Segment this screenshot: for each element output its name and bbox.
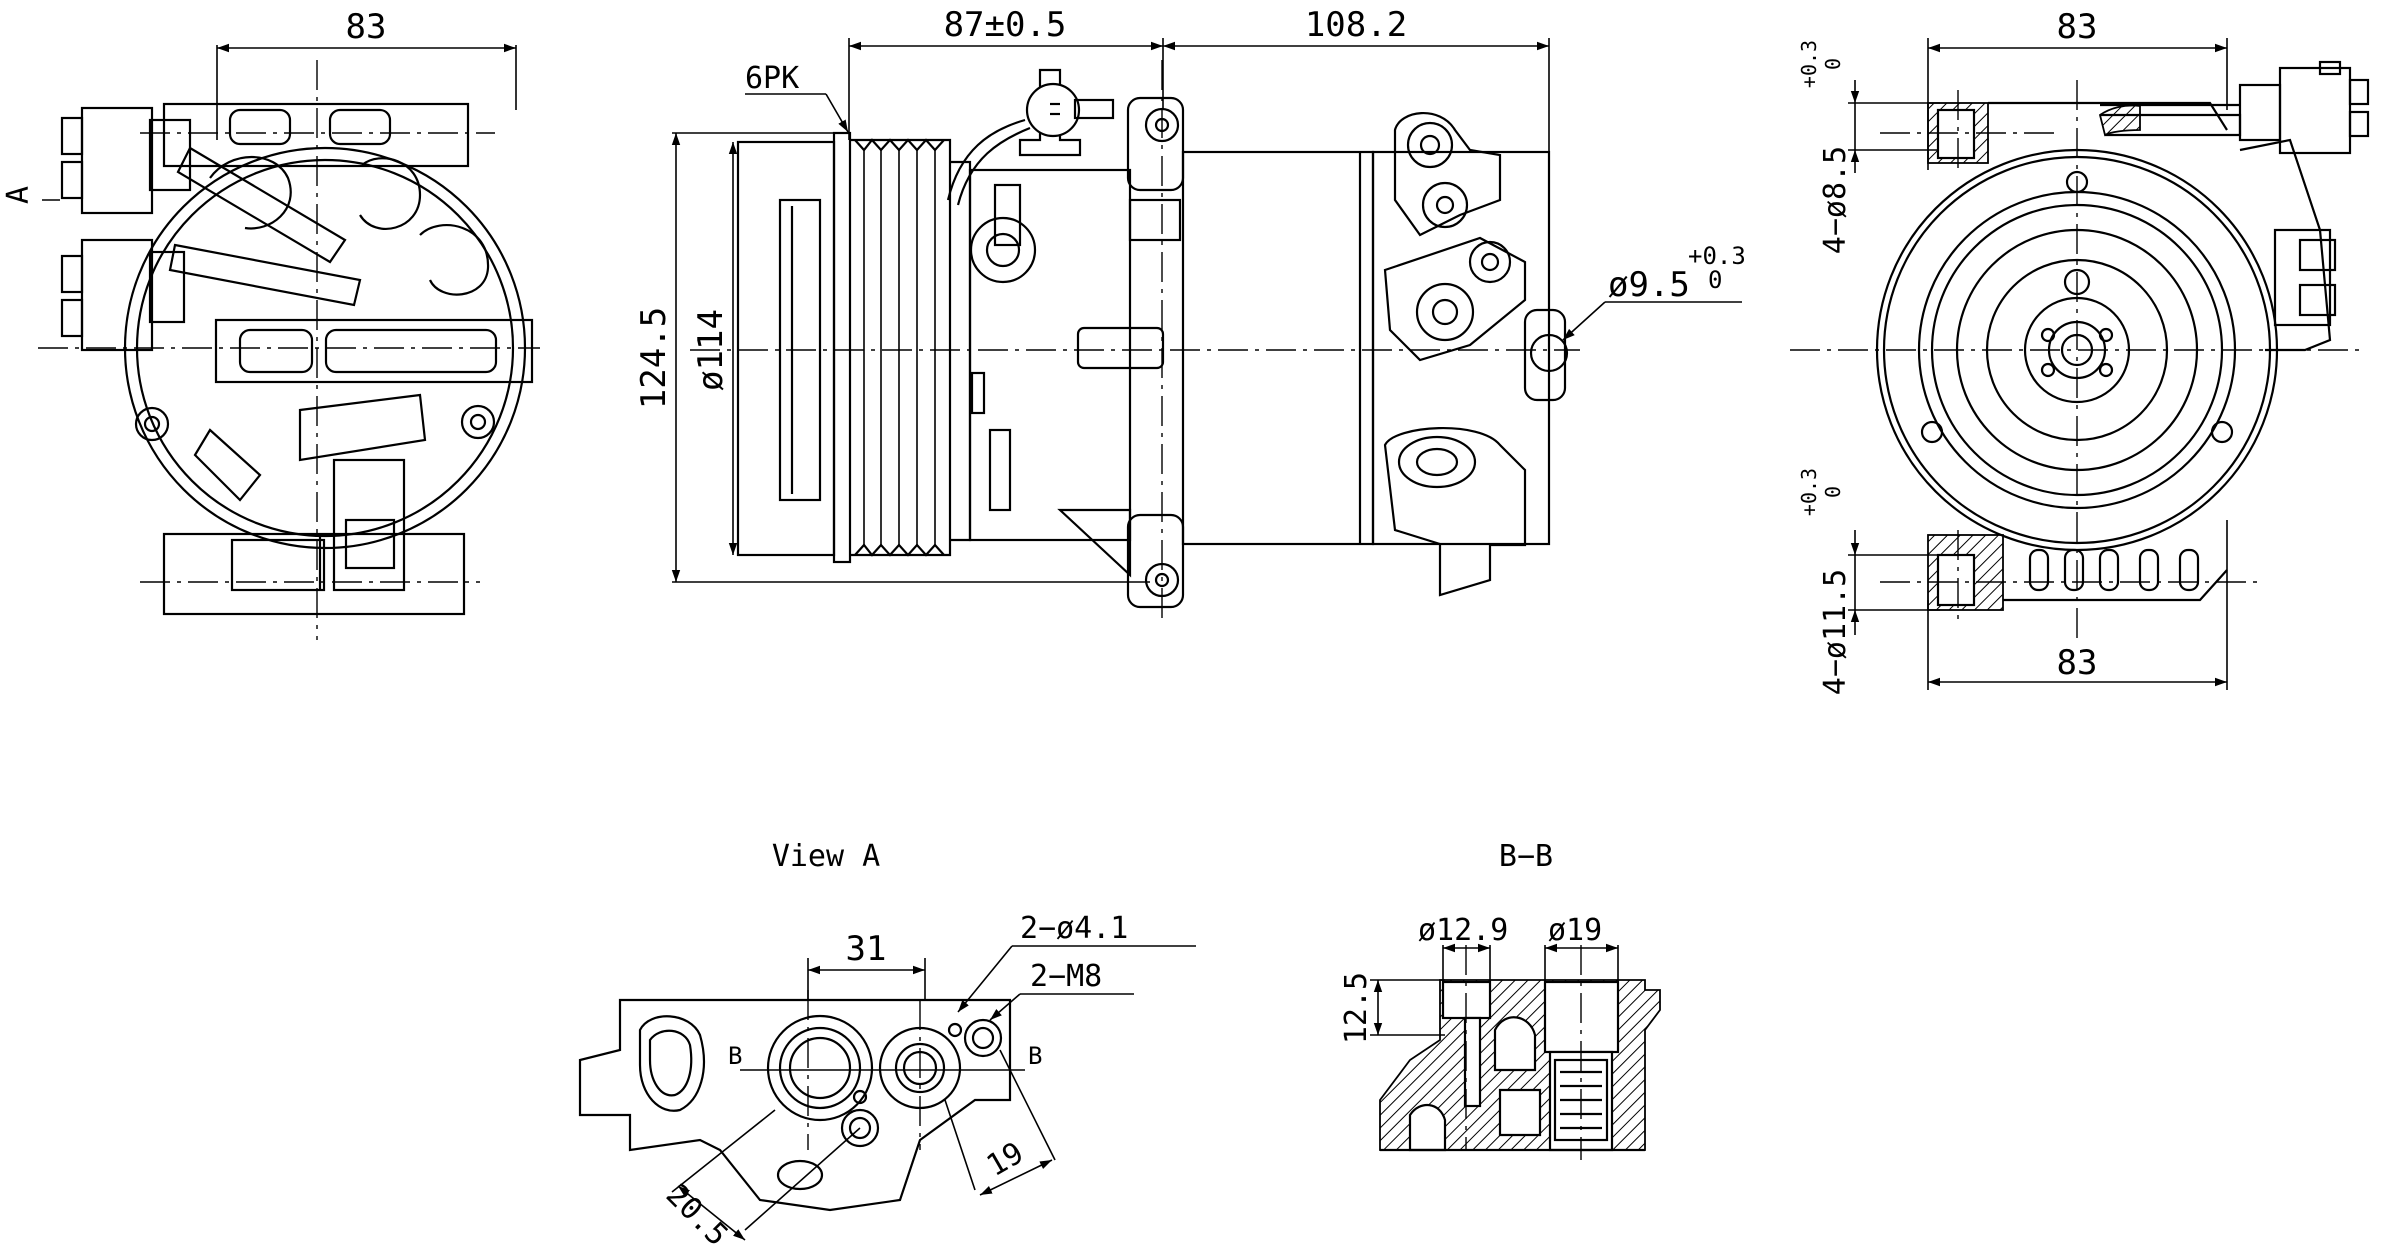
belt-leader: 6PK [745,61,849,133]
rear-top-hole-label: 4−ø8.5 [1818,146,1853,254]
side-top-dimensions: 87±0.5 108.2 [848,5,1550,330]
thread-label: 2−M8 [1030,959,1102,994]
rear-top-width-label: 83 [2057,7,2098,47]
angle-dim-right-label: 19 [981,1136,1030,1184]
front-width-dimension: 83 [216,7,517,140]
rear-connector [2098,60,2370,155]
angle-dim-left-label: 20.5 [659,1177,735,1253]
section-port-dimensions: ø12.9 ø19 [1418,913,1619,990]
view-a: View A 31 2−ø4.1 2−M8 [578,839,1196,1253]
mount-hole-leader: ø9.5 +0.3 0 [1562,242,1746,341]
rear-bottom-hole-tol-lower: 0 [1821,486,1845,498]
pulley-offset-label: 87±0.5 [944,5,1067,45]
port-spacing-label: 31 [846,929,887,969]
body-length-label: 108.2 [1305,5,1407,45]
section-marker-left: B [728,1042,742,1070]
port-spacing-dimension: 31 [807,929,926,1000]
height-label: 124.5 [634,307,674,409]
side-height-dimensions: 124.5 ø114 [634,132,1150,583]
section-depth-dimension: 12.5 [1339,972,1445,1044]
front-width-label: 83 [346,7,387,47]
view-a-leaders: 2−ø4.1 2−M8 [957,911,1196,1021]
mount-hole-tol-upper: +0.3 [1688,242,1746,270]
section-bb-title: B−B [1499,839,1553,874]
small-hole-label: 2−ø4.1 [1020,911,1128,946]
rear-bottom-hole-dimension: 4−ø11.5 +0.3 0 [1797,468,1940,695]
mount-hole-tol-lower: 0 [1708,266,1722,294]
view-a-title: View A [772,839,880,874]
mount-hole-label: ø9.5 [1608,265,1690,305]
side-view: 87±0.5 108.2 6PK 124.5 ø114 [634,5,1746,620]
rear-top-hole-tol-lower: 0 [1821,58,1845,70]
rear-view: 83 83 4−ø8.5 +0.3 0 4−ø11.5 [1790,7,2370,695]
view-a-marker: A [1,186,36,204]
rear-bottom-hole-tol-upper: +0.3 [1797,468,1821,516]
belt-label: 6PK [745,61,799,96]
section-b-b: B−B ø12.9 ø19 12.5 [1339,839,1661,1160]
sensor-connector [946,68,1115,206]
rear-bottom-hole-label: 4−ø11.5 [1818,569,1853,695]
rear-bottom-width-dimension: 83 [1927,520,2228,690]
front-view: 83 A [1,7,540,640]
rear-bottom-width-label: 83 [2057,643,2098,683]
port-left-label: ø12.9 [1418,913,1508,948]
rear-top-hole-dimension: 4−ø8.5 +0.3 0 [1797,40,1940,254]
depth-label: 12.5 [1339,972,1374,1044]
rear-top-hole-tol-upper: +0.3 [1797,40,1821,88]
section-marker-right: B [1028,1042,1042,1070]
port-right-label: ø19 [1548,913,1602,948]
